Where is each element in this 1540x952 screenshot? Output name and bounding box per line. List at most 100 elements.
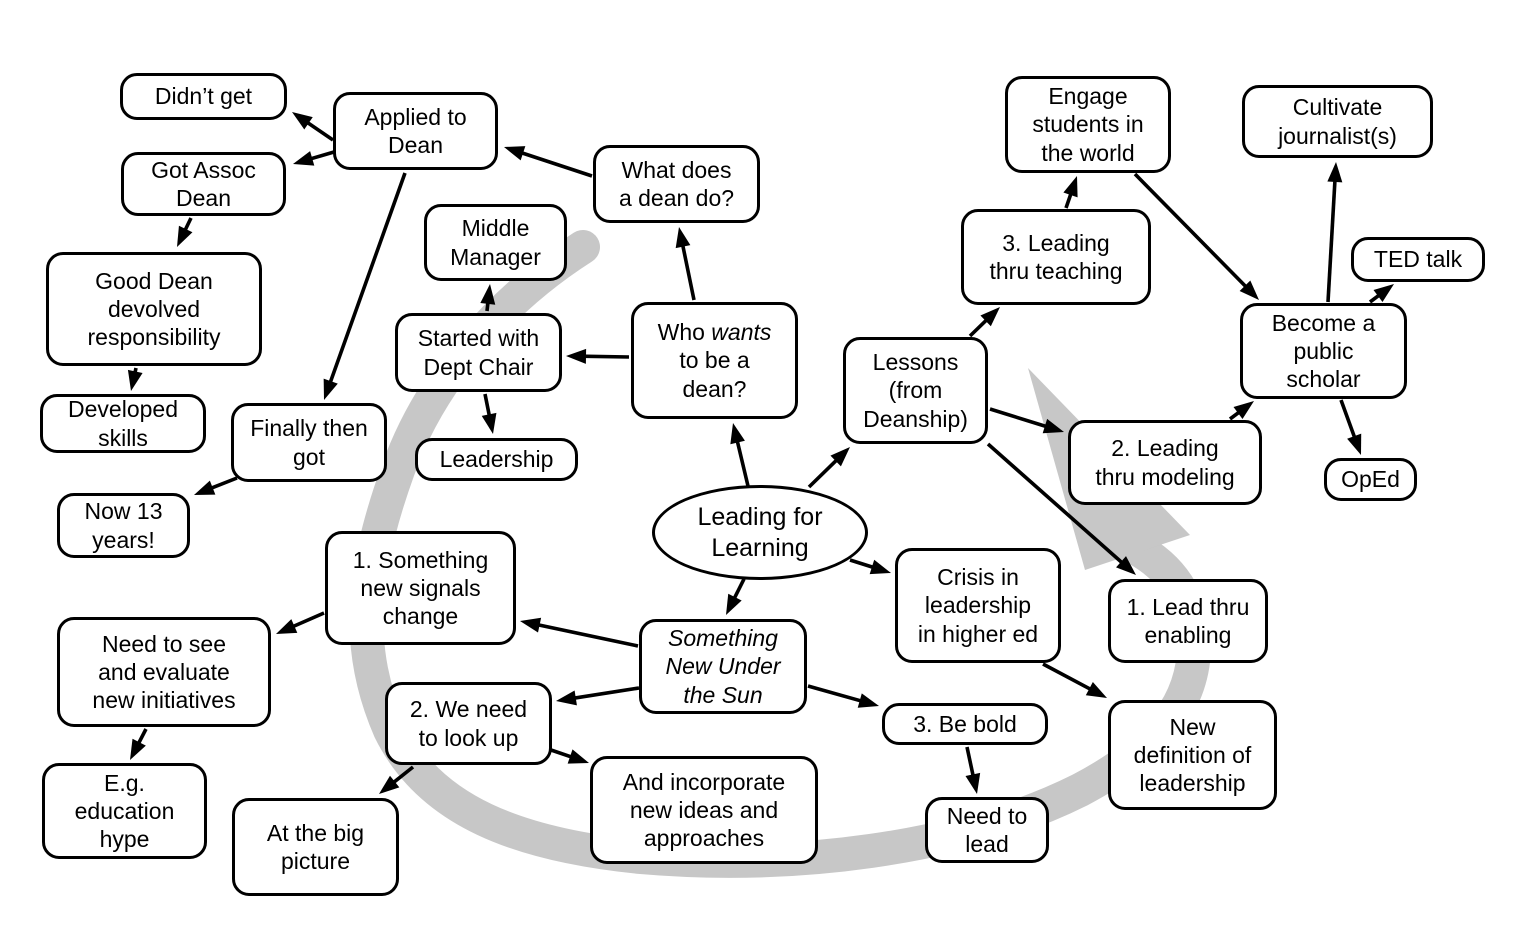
edge-something-new-signals--need-to-see-evaluate [276, 611, 325, 634]
node-label: 3. Be bold [913, 710, 1017, 737]
node-label: Finally then got [250, 415, 368, 470]
edge-started-with-dept-chair--leadership [481, 393, 497, 434]
node-leading-thru-teaching[interactable]: 3. Leading thru teaching [961, 209, 1151, 305]
edge-lessons-from-deanship--leading-thru-teaching [968, 307, 1000, 338]
node-crisis-in-leadership[interactable]: Crisis in leadership in higher ed [895, 548, 1061, 663]
edge-applied-to-dean--finally-then-got [323, 172, 407, 400]
arrowhead-icon [480, 284, 496, 305]
arrowhead-icon [566, 348, 587, 364]
node-label: Didn’t get [154, 83, 253, 110]
edge-who-wants-to-be-a-dean--what-does-a-dean-do [675, 227, 696, 301]
node-lead-thru-enabling[interactable]: 1. Lead thru enabling [1108, 579, 1268, 663]
arrowhead-icon [1327, 162, 1343, 183]
node-label: Something New Under the Sun [665, 625, 781, 708]
arrowhead-icon [481, 412, 497, 434]
node-label: Now 13 years! [84, 498, 163, 553]
arrowhead-icon [675, 227, 691, 249]
node-developed-skills[interactable]: Developed skills [40, 394, 206, 453]
node-label: Need to see and evaluate new initiatives [92, 630, 236, 714]
node-be-bold[interactable]: 3. Be bold [882, 703, 1048, 745]
node-label: Leading for Learning [697, 503, 823, 562]
edge-we-need-to-look-up--at-the-big-picture [379, 765, 415, 794]
edge-finally-then-got--now-13-years [194, 476, 238, 495]
node-cultivate-journalists[interactable]: Cultivate journalist(s) [1242, 85, 1433, 158]
node-education-hype[interactable]: E.g. education hype [42, 763, 207, 859]
edge-leading-thru-modeling--become-public-scholar [1228, 401, 1254, 421]
node-label: TED talk [1373, 246, 1463, 273]
node-started-with-dept-chair[interactable]: Started with Dept Chair [395, 313, 562, 392]
node-label: Good Dean devolved responsibility [87, 267, 221, 351]
node-label: 1. Something new signals change [352, 546, 489, 630]
node-what-does-a-dean-do[interactable]: What does a dean do? [593, 145, 760, 223]
arrowhead-icon [194, 480, 216, 495]
edge-good-dean-devolved--developed-skills [127, 367, 143, 391]
node-label: Started with Dept Chair [417, 325, 540, 380]
node-leadership[interactable]: Leadership [415, 438, 578, 481]
node-label: At the big picture [266, 819, 365, 874]
arrowhead-icon [730, 423, 745, 445]
arrowhead-icon [1347, 433, 1362, 455]
node-become-public-scholar[interactable]: Become a public scholar [1240, 303, 1407, 399]
node-label: Engage students in the world [1032, 83, 1144, 166]
node-we-need-to-look-up[interactable]: 2. We need to look up [385, 682, 552, 765]
node-and-incorporate[interactable]: And incorporate new ideas and approaches [590, 756, 818, 864]
node-leading-for-learning[interactable]: Leading for Learning [652, 485, 868, 580]
edge-lessons-from-deanship--lead-thru-enabling [986, 442, 1136, 575]
node-need-to-see-evaluate[interactable]: Need to see and evaluate new initiatives [57, 617, 271, 727]
arrowhead-icon [276, 619, 298, 634]
node-label: Cultivate journalist(s) [1278, 94, 1397, 149]
arrowhead-icon [1085, 681, 1107, 698]
node-label: Lessons (from Deanship) [863, 349, 968, 432]
node-leading-thru-modeling[interactable]: 2. Leading thru modeling [1068, 420, 1262, 505]
arrowhead-icon [1063, 176, 1078, 198]
arrowhead-icon [869, 559, 891, 575]
edge-applied-to-dean--didnt-get [292, 112, 335, 142]
arrowhead-icon [726, 593, 742, 615]
node-label: Developed skills [68, 396, 178, 451]
node-something-new-signals[interactable]: 1. Something new signals change [325, 531, 516, 645]
node-label: Crisis in leadership in higher ed [917, 564, 1039, 647]
edge-we-need-to-look-up--and-incorporate [550, 748, 589, 764]
node-middle-manager[interactable]: Middle Manager [424, 204, 567, 281]
node-label: Need to lead [946, 802, 1028, 857]
node-label: Middle Manager [450, 215, 541, 270]
arrowhead-icon [556, 690, 577, 706]
node-label: 2. We need to look up [409, 696, 528, 751]
node-lessons-from-deanship[interactable]: Lessons (from Deanship) [843, 337, 988, 444]
edge-leading-for-learning--lessons-from-deanship [807, 447, 850, 489]
edge-something-new-under-sun--something-new-signals [520, 617, 639, 648]
node-label: E.g. education hype [74, 769, 175, 853]
node-good-dean-devolved[interactable]: Good Dean devolved responsibility [46, 252, 262, 366]
arrowhead-icon [292, 112, 313, 130]
node-new-definition-leadership[interactable]: New definition of leadership [1108, 700, 1277, 810]
node-label: New definition of leadership [1133, 713, 1252, 797]
node-label: 3. Leading thru teaching [989, 229, 1123, 284]
node-oped[interactable]: OpEd [1324, 458, 1417, 501]
node-engage-students[interactable]: Engage students in the world [1005, 76, 1171, 173]
arrowhead-icon [177, 225, 193, 247]
arrowhead-icon [830, 447, 850, 467]
edge-lessons-from-deanship--leading-thru-modeling [989, 407, 1064, 434]
node-at-the-big-picture[interactable]: At the big picture [232, 798, 399, 896]
node-now-13-years[interactable]: Now 13 years! [57, 493, 190, 558]
node-ted-talk[interactable]: TED talk [1351, 237, 1485, 282]
node-need-to-lead[interactable]: Need to lead [925, 797, 1049, 863]
edge-engage-students--become-public-scholar [1133, 172, 1259, 300]
arrowhead-icon [379, 775, 400, 794]
node-got-assoc-dean[interactable]: Got Assoc Dean [121, 152, 286, 216]
node-something-new-under-sun[interactable]: Something New Under the Sun [639, 619, 807, 714]
node-label: And incorporate new ideas and approaches [622, 768, 786, 852]
edge-who-wants-to-be-a-dean--started-with-dept-chair [566, 348, 630, 364]
edge-what-does-a-dean-do--applied-to-dean [504, 146, 593, 178]
node-label: Got Assoc Dean [151, 156, 256, 211]
arrowhead-icon [1233, 401, 1254, 419]
node-applied-to-dean[interactable]: Applied to Dean [333, 92, 498, 170]
arrowhead-icon [130, 738, 146, 760]
edge-become-public-scholar--cultivate-journalists [1326, 162, 1343, 303]
node-who-wants-to-be-a-dean[interactable]: Who wants to be a dean? [631, 302, 798, 419]
node-label: Who wants to be a dean? [657, 319, 772, 402]
node-didnt-get[interactable]: Didn’t get [120, 73, 287, 120]
node-finally-then-got[interactable]: Finally then got [231, 403, 387, 482]
